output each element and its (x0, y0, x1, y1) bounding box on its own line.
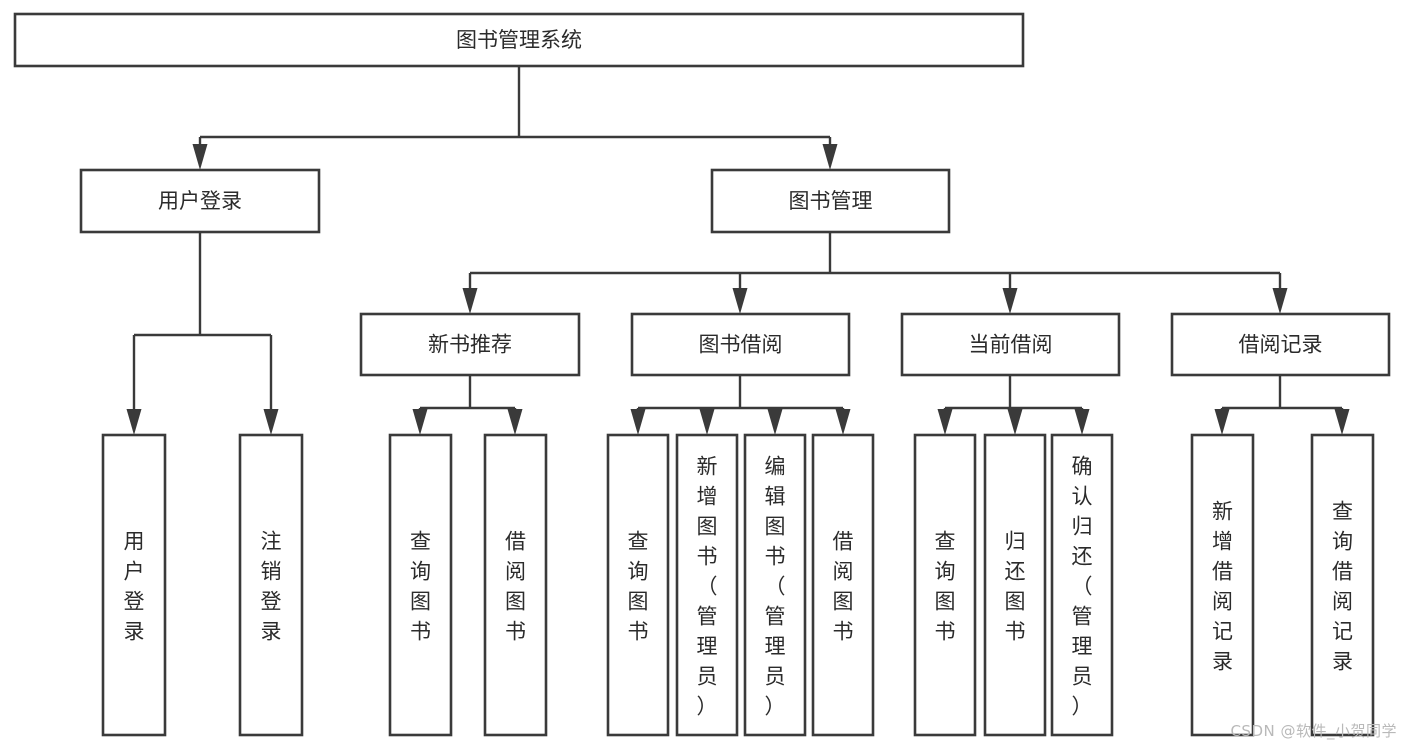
node-leaf-query-book-current[interactable]: 查询图书 (913, 433, 977, 737)
node-leaf-return-book[interactable]: 归还图书 (983, 433, 1047, 737)
node-label: 新增图书（管理员） (697, 454, 718, 718)
node-label: 用户登录 (158, 189, 242, 213)
node-leaf-add-book-admin[interactable]: 新增图书（管理员） (675, 433, 739, 737)
node-label: 新书推荐 (428, 333, 512, 357)
arrow-head-icon (1007, 409, 1023, 435)
node-book-manage[interactable]: 图书管理 (710, 168, 951, 234)
node-box[interactable] (101, 433, 167, 737)
node-label: 查询图书 (628, 529, 649, 643)
node-leaf-add-borrow-record[interactable]: 新增借阅记录 (1190, 433, 1255, 737)
arrow-head-icon (192, 144, 208, 170)
node-box[interactable] (606, 433, 670, 737)
node-label: 借阅图书 (833, 529, 854, 643)
node-box[interactable] (1050, 433, 1114, 737)
node-box[interactable] (900, 312, 1121, 377)
node-label: 编辑图书（管理员） (765, 454, 786, 718)
node-box[interactable] (1310, 433, 1375, 737)
node-box[interactable] (79, 168, 321, 234)
node-box[interactable] (359, 312, 581, 377)
arrow-head-icon (1074, 409, 1090, 435)
node-box[interactable] (1190, 433, 1255, 737)
arrow-head-icon (835, 409, 851, 435)
node-label: 确认归还（管理员） (1072, 454, 1093, 718)
node-label: 图书管理 (789, 189, 873, 213)
arrow-head-icon (1002, 288, 1018, 314)
node-leaf-borrow-book[interactable]: 借阅图书 (811, 433, 875, 737)
arrow-head-icon (412, 409, 428, 435)
arrow-head-icon (937, 409, 953, 435)
node-label: 借阅记录 (1239, 333, 1323, 357)
connector-borrow-record-to-leaves (1214, 375, 1350, 435)
node-box[interactable] (483, 433, 548, 737)
node-box[interactable] (630, 312, 851, 377)
node-leaf-user-logout[interactable]: 注销登录 (238, 433, 304, 737)
arrow-head-icon (507, 409, 523, 435)
connector-book-borrow-to-leaves (630, 375, 851, 435)
node-label: 新增借阅记录 (1212, 499, 1233, 673)
node-user-login[interactable]: 用户登录 (79, 168, 321, 234)
arrow-head-icon (732, 288, 748, 314)
connectors-layer (126, 66, 1350, 435)
arrow-head-icon (263, 409, 279, 435)
node-box[interactable] (811, 433, 875, 737)
arrow-head-icon (822, 144, 838, 170)
node-label: 查询图书 (935, 529, 956, 643)
connector-book-manage-to-level3 (462, 232, 1288, 314)
node-label: 图书借阅 (699, 333, 783, 357)
connector-new-book-recommend-to-leaves (412, 375, 523, 435)
connector-current-borrow-to-leaves (937, 375, 1090, 435)
node-current-borrow[interactable]: 当前借阅 (900, 312, 1121, 377)
node-box[interactable] (675, 433, 739, 737)
connector-user-login-to-leaves (126, 232, 279, 435)
node-box[interactable] (983, 433, 1047, 737)
nodes-layer: 图书管理系统用户登录图书管理新书推荐图书借阅当前借阅借阅记录用户登录注销登录查询… (13, 12, 1391, 737)
arrow-head-icon (126, 409, 142, 435)
node-label: 当前借阅 (969, 333, 1053, 357)
node-root[interactable]: 图书管理系统 (13, 12, 1025, 68)
node-leaf-query-borrow-record[interactable]: 查询借阅记录 (1310, 433, 1375, 737)
node-label: 用户登录 (124, 529, 145, 643)
node-label: 注销登录 (261, 529, 282, 643)
node-label: 查询借阅记录 (1332, 499, 1353, 673)
node-box[interactable] (743, 433, 807, 737)
node-borrow-record[interactable]: 借阅记录 (1170, 312, 1391, 377)
node-leaf-confirm-return-admin[interactable]: 确认归还（管理员） (1050, 433, 1114, 737)
csdn-watermark: CSDN @软件_小贺同学 (1230, 722, 1397, 740)
node-leaf-query-book-recommend[interactable]: 查询图书 (388, 433, 453, 737)
arrow-head-icon (767, 409, 783, 435)
node-leaf-user-login[interactable]: 用户登录 (101, 433, 167, 737)
connector-root-to-level2 (192, 66, 838, 170)
node-new-book-recommend[interactable]: 新书推荐 (359, 312, 581, 377)
node-label: 借阅图书 (505, 529, 526, 643)
arrow-head-icon (1214, 409, 1230, 435)
node-box[interactable] (710, 168, 951, 234)
node-label: 查询图书 (410, 529, 431, 643)
node-leaf-query-book-borrow[interactable]: 查询图书 (606, 433, 670, 737)
node-leaf-edit-book-admin[interactable]: 编辑图书（管理员） (743, 433, 807, 737)
arrow-head-icon (699, 409, 715, 435)
node-leaf-borrow-book-recommend[interactable]: 借阅图书 (483, 433, 548, 737)
arrow-head-icon (1334, 409, 1350, 435)
node-book-borrow[interactable]: 图书借阅 (630, 312, 851, 377)
node-box[interactable] (238, 433, 304, 737)
arrow-head-icon (1272, 288, 1288, 314)
node-box[interactable] (1170, 312, 1391, 377)
arrow-head-icon (462, 288, 478, 314)
node-label: 图书管理系统 (456, 28, 582, 52)
node-label: 归还图书 (1005, 529, 1026, 643)
node-box[interactable] (13, 12, 1025, 68)
node-box[interactable] (388, 433, 453, 737)
node-box[interactable] (913, 433, 977, 737)
arrow-head-icon (630, 409, 646, 435)
